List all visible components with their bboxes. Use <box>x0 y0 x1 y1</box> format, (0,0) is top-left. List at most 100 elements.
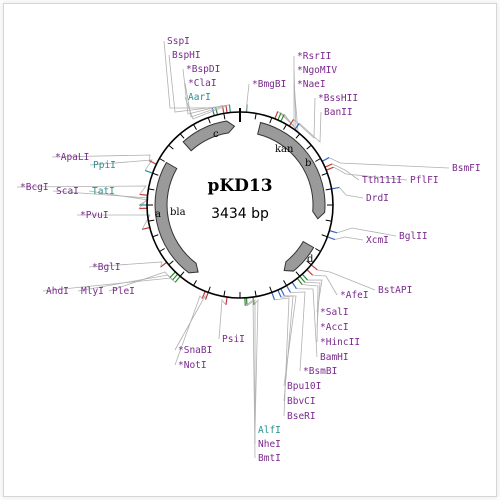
scale-tick <box>168 260 174 266</box>
site-leader <box>218 298 227 340</box>
site-tick <box>285 285 292 293</box>
site-tick <box>280 113 285 122</box>
site-label[interactable]: BamHI <box>320 352 349 363</box>
site-label[interactable]: TatI <box>92 186 115 197</box>
site-tick <box>294 122 300 131</box>
site-tick <box>299 275 306 283</box>
site-label[interactable]: *SnaBI <box>178 345 212 356</box>
site-label[interactable]: *SalI <box>320 307 349 318</box>
site-label[interactable]: *NgoMIV <box>297 65 337 76</box>
site-label[interactable]: PflFI <box>410 175 439 186</box>
site-leader <box>89 159 153 171</box>
site-label[interactable]: BspHI <box>172 50 201 61</box>
site-leader <box>16 185 147 195</box>
site-tick <box>321 157 330 162</box>
plasmid-backbone <box>146 108 334 299</box>
scale-tick <box>223 290 226 297</box>
scale-tick <box>325 188 332 191</box>
scale-tick <box>321 234 328 238</box>
site-tick <box>201 291 206 299</box>
scale-tick <box>254 113 257 120</box>
site-label[interactable]: AhdI <box>46 286 69 297</box>
site-label[interactable]: DrdI <box>366 193 389 204</box>
site-label[interactable]: *PvuI <box>80 210 109 221</box>
feature-label-kan: kan <box>275 144 294 155</box>
site-label[interactable]: PleI <box>112 286 135 297</box>
site-label[interactable]: PpiI <box>93 160 116 171</box>
site-leader <box>163 40 213 109</box>
site-leader <box>245 299 256 459</box>
site-leader <box>336 227 397 237</box>
site-label[interactable]: *NaeI <box>297 79 326 90</box>
site-tick <box>291 281 297 290</box>
site-label[interactable]: *BmgBI <box>252 79 286 90</box>
site-label[interactable]: *NotI <box>178 360 207 371</box>
site-label[interactable]: AlfI <box>258 425 281 436</box>
site-label[interactable]: *AccI <box>320 322 349 333</box>
site-label[interactable]: *BsmBI <box>303 366 337 377</box>
site-leader <box>339 187 364 199</box>
site-leader <box>317 269 376 291</box>
site-label[interactable]: ScaI <box>56 186 79 197</box>
site-label[interactable]: *BspDI <box>186 64 220 75</box>
site-label[interactable]: *BglI <box>92 262 121 273</box>
scale-tick <box>193 280 197 286</box>
site-label[interactable]: *BcgI <box>20 182 49 193</box>
site-label[interactable]: MlyI <box>81 286 104 297</box>
site-label[interactable]: Bpu10I <box>287 381 321 392</box>
plasmid-name: pKD13 <box>207 176 272 196</box>
site-label[interactable]: *RsrII <box>297 51 331 62</box>
site-leader <box>77 214 151 230</box>
site-leader <box>168 54 216 113</box>
site-label[interactable]: *ClaI <box>188 78 217 89</box>
site-label[interactable]: *AfeI <box>340 290 369 301</box>
feature-arrows <box>154 120 326 274</box>
scale-tick <box>152 234 159 238</box>
feature-arrow-d <box>283 240 315 272</box>
site-leader <box>296 288 318 358</box>
site-label[interactable]: *BssHII <box>318 93 358 104</box>
site-label[interactable]: XcmI <box>366 235 389 246</box>
site-tick <box>277 112 282 121</box>
site-label[interactable]: BbvCI <box>287 396 316 407</box>
site-label[interactable]: BmtI <box>258 453 281 464</box>
scale-tick <box>207 286 211 293</box>
site-leader <box>302 284 319 343</box>
site-label[interactable]: SspI <box>167 36 190 47</box>
site-label[interactable]: BseRI <box>287 411 316 422</box>
site-label[interactable]: *ApaLI <box>55 152 89 163</box>
site-leader <box>246 299 256 444</box>
feature-label-bla: bla <box>170 207 186 218</box>
scale-tick <box>325 219 332 222</box>
site-label[interactable]: BanII <box>324 107 353 118</box>
site-leader <box>304 281 321 328</box>
site-label[interactable]: Tth111I <box>362 175 402 186</box>
site-leader <box>293 97 316 139</box>
site-leader <box>174 294 206 351</box>
site-leader <box>281 295 294 402</box>
site-label[interactable]: NheI <box>258 439 281 450</box>
scale-tick <box>223 113 226 120</box>
site-label[interactable]: BstAPI <box>378 285 412 296</box>
site-tick <box>225 104 228 113</box>
site-label[interactable]: BsmFI <box>452 163 481 174</box>
site-tick <box>327 236 336 241</box>
scale-tick <box>295 133 301 139</box>
site-tick <box>277 289 282 298</box>
site-label[interactable]: *HincII <box>320 337 360 348</box>
scale-tick <box>295 271 301 277</box>
site-tick <box>329 230 338 234</box>
scale-tick <box>193 124 197 130</box>
site-label[interactable]: BglII <box>399 231 428 242</box>
site-tick <box>139 193 148 196</box>
site-tick <box>174 275 181 283</box>
site-tick <box>326 166 334 171</box>
site-tick <box>148 160 157 165</box>
site-leader <box>182 68 223 115</box>
site-tick <box>301 273 309 281</box>
site-label[interactable]: PsiI <box>222 334 245 345</box>
site-label[interactable]: AarI <box>188 92 211 103</box>
scale-tick <box>269 286 273 293</box>
plasmid-size: 3434 bp <box>211 206 269 222</box>
scale-tick <box>148 188 155 191</box>
